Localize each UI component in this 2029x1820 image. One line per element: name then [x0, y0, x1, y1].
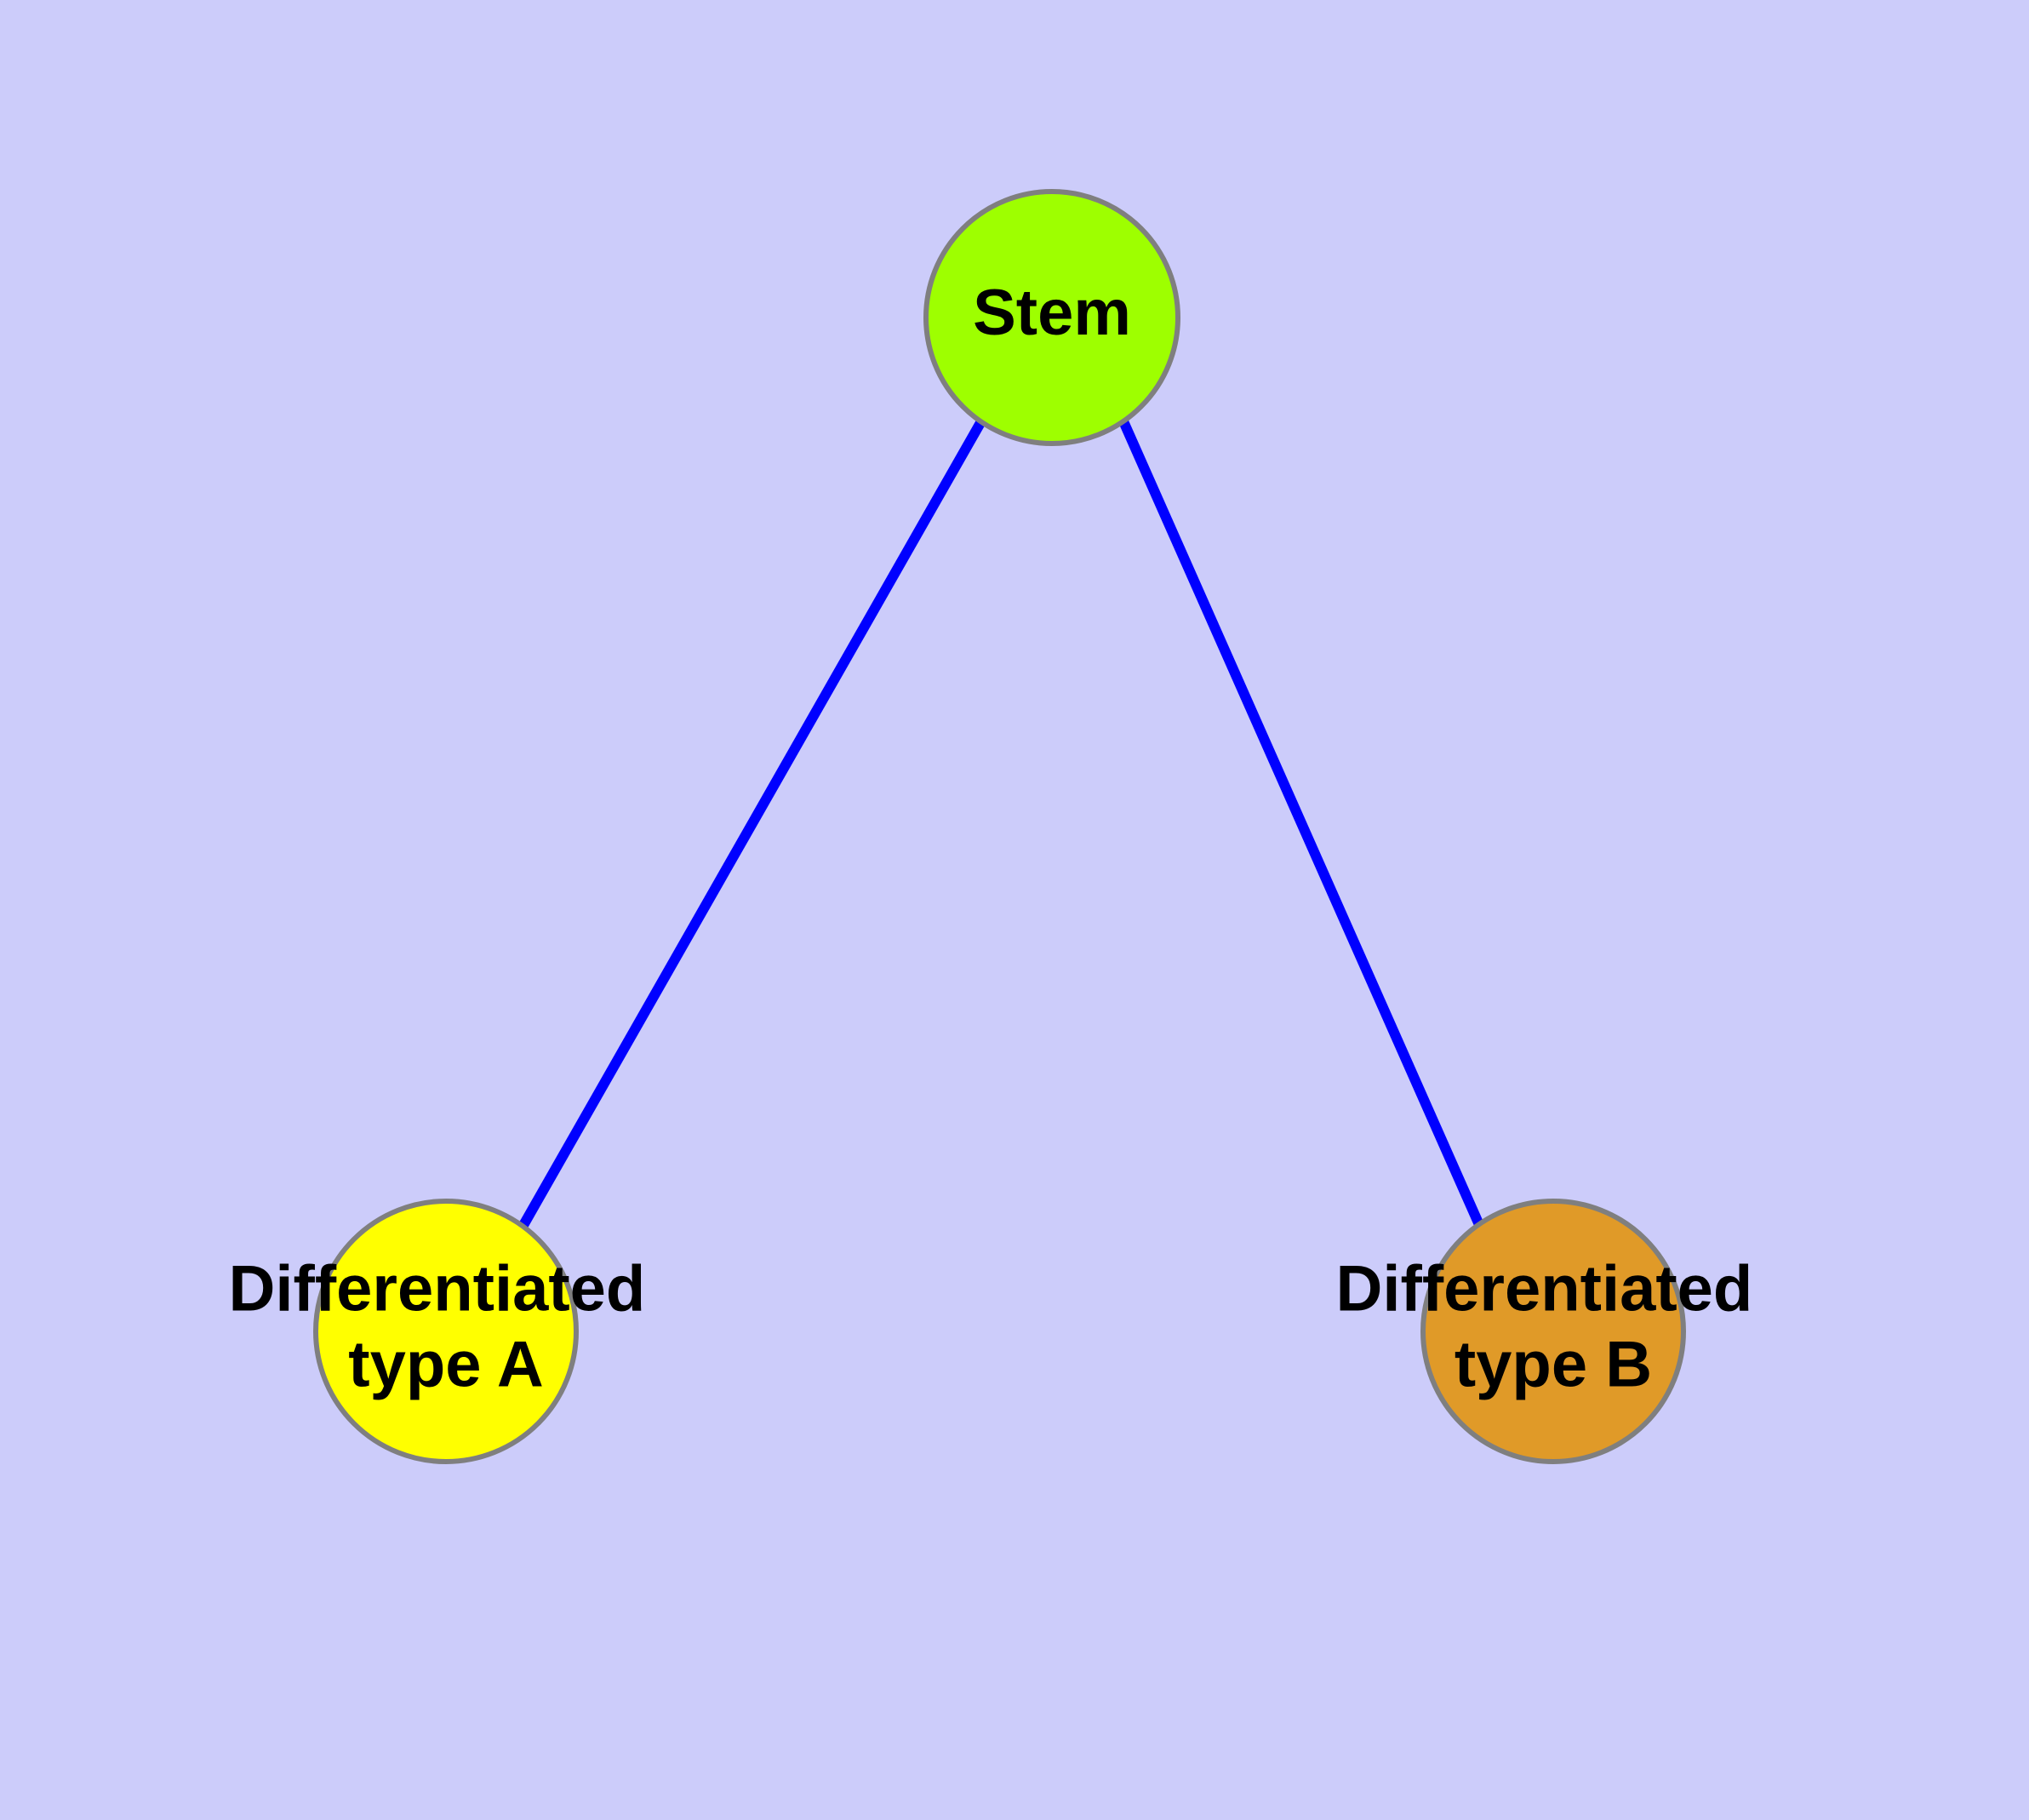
node-diff-a-label: Differentiated type A [229, 1253, 664, 1401]
node-diff-b-label-line-1: Differentiated [1336, 1253, 1753, 1325]
node-diff-a-label-line-2: type A [348, 1329, 543, 1401]
node-stem-label-line-1: Stem [973, 277, 1131, 349]
node-diff-b-label-line-2: type B [1455, 1329, 1652, 1401]
node-diff-b-circle[interactable] [1420, 1199, 1686, 1464]
edge-stem-to-diff-b[interactable] [1118, 419, 1485, 1229]
node-diff-b-label: Differentiated type B [1336, 1253, 1771, 1401]
label-layer: Stem Differentiated type A Differentiate… [229, 277, 1771, 1401]
node-diff-a-label-line-1: Differentiated [229, 1253, 646, 1325]
node-diff-a-circle[interactable] [313, 1199, 579, 1464]
node-diff-a[interactable] [313, 1199, 579, 1464]
node-stem[interactable] [923, 189, 1180, 446]
edge-layer [517, 419, 1485, 1229]
node-layer [313, 189, 1686, 1464]
node-stem-circle[interactable] [923, 189, 1180, 446]
node-stem-label: Stem [973, 277, 1131, 349]
edge-stem-to-diff-a[interactable] [517, 419, 986, 1229]
node-diff-b[interactable] [1420, 1199, 1686, 1464]
